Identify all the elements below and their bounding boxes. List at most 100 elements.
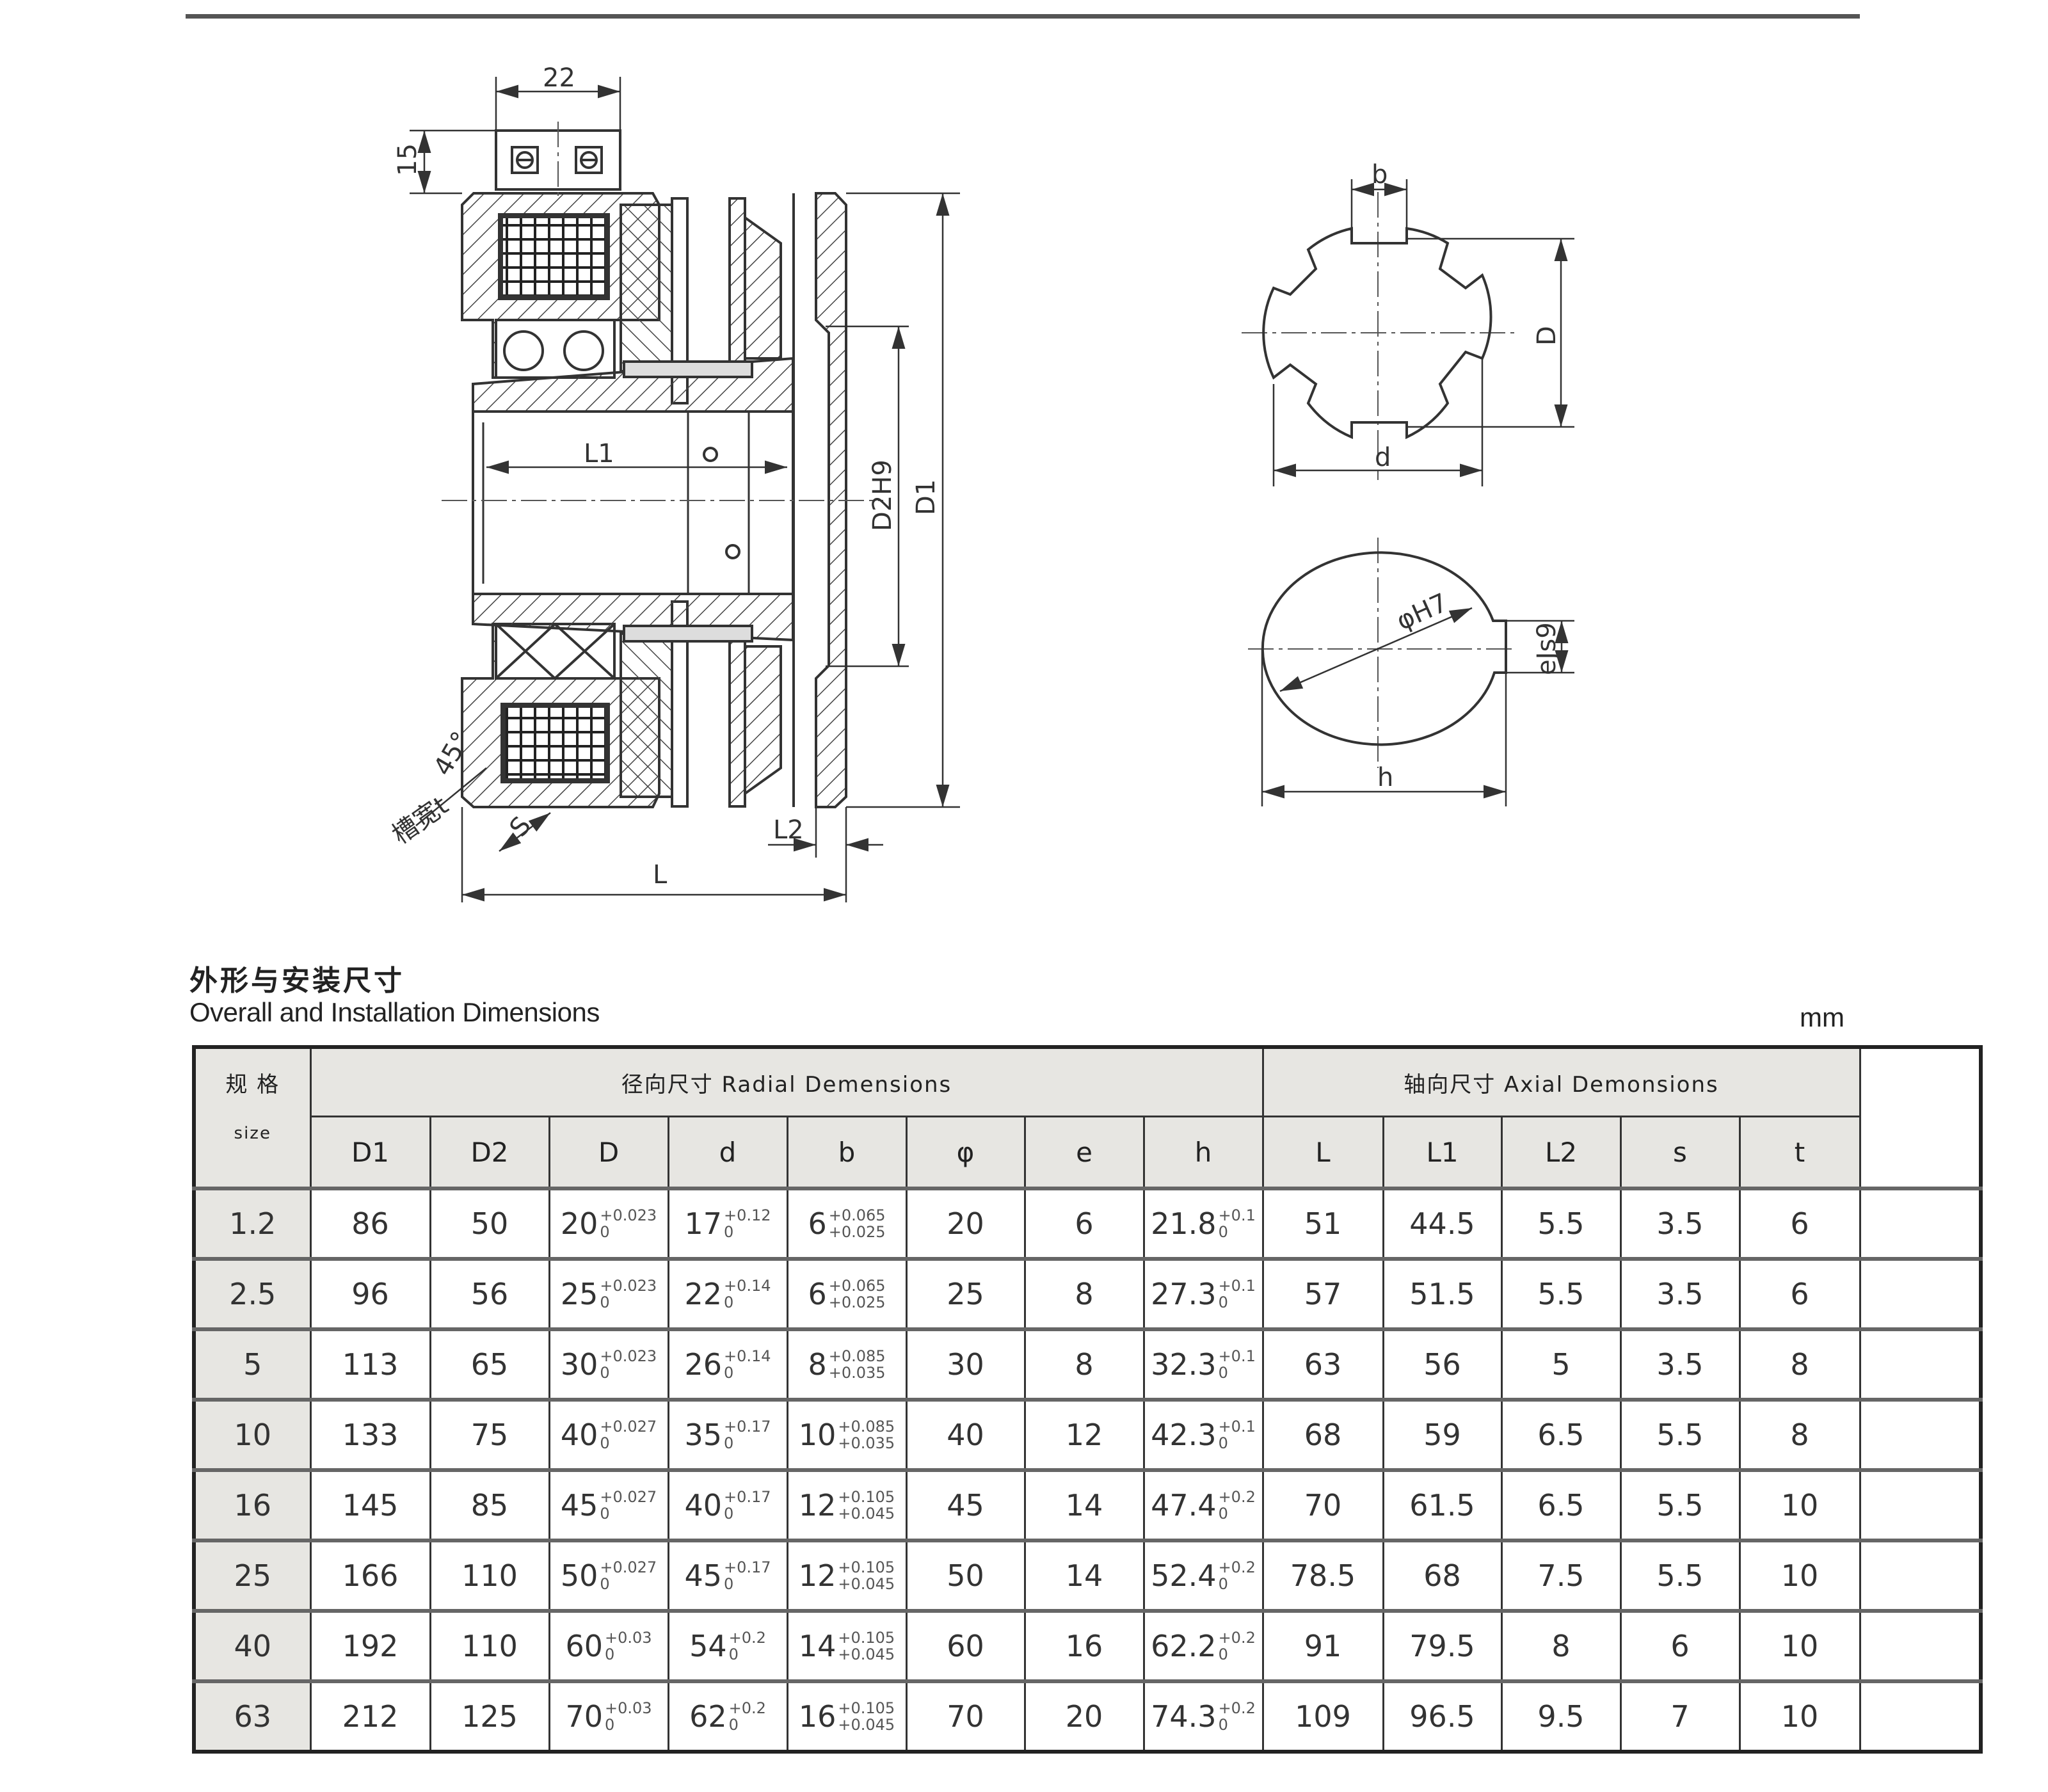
cell-l1: 56 [1382,1328,1503,1401]
dim-label-groove-t: 槽宽t [387,791,454,851]
cell-l1: 68 [1382,1539,1503,1612]
cell-d1: 192 [309,1610,431,1683]
lower-tolerance: +0.035 [838,1434,895,1452]
nominal-value: 40 [684,1488,722,1523]
cell-t: 8 [1738,1328,1861,1401]
nominal-value: 26 [684,1347,722,1382]
upper-tolerance: +0.085 [838,1418,895,1436]
cell-e: 14 [1023,1469,1145,1542]
column-header: D [548,1116,669,1190]
upper-tolerance: +0.17 [724,1558,771,1576]
cell-d2: 75 [429,1398,550,1471]
upper-tolerance: +0.2 [1218,1488,1256,1506]
cell-phi: 60 [905,1610,1026,1683]
center-lines [442,122,1517,768]
lower-tolerance: 0 [1218,1505,1228,1523]
lower-tolerance: +0.025 [828,1223,886,1241]
upper-tolerance: +0.027 [600,1488,657,1506]
nominal-value: 50 [560,1558,598,1593]
upper-tolerance: +0.027 [600,1418,657,1436]
cell-b: 6+0.065+0.025 [786,1187,908,1260]
section-title-en: Overall and Installation Dimensions [189,997,600,1027]
cell-phi: 40 [905,1398,1026,1471]
upper-tolerance: +0.2 [728,1629,766,1647]
nominal-value: 20 [560,1206,598,1241]
cell-d2: 50 [429,1187,550,1260]
upper-tolerance: +0.023 [600,1347,657,1365]
cell-l: 63 [1261,1328,1384,1401]
lower-tolerance: 0 [1218,1645,1228,1663]
upper-tolerance: +0.17 [724,1488,771,1506]
cell-t: 8 [1738,1398,1861,1471]
cell-e: 16 [1023,1610,1145,1683]
column-header: L1 [1382,1116,1503,1190]
cell-d2: 110 [429,1610,550,1683]
cell-t: 10 [1738,1539,1861,1612]
toleranced-value: 14+0.105+0.045 [799,1629,895,1663]
nominal-value: 12 [798,1488,836,1523]
upper-tolerance: +0.065 [828,1277,886,1295]
size-cell: 2.5 [193,1258,312,1331]
lower-tolerance: +0.045 [838,1716,895,1734]
nominal-value: 8 [808,1347,827,1382]
cell-l: 57 [1261,1258,1384,1331]
lower-tolerance: 0 [605,1716,615,1734]
nominal-value: 62.2 [1151,1629,1217,1663]
cell-d2: 85 [429,1469,550,1542]
column-header: e [1023,1116,1145,1190]
lower-tolerance: 0 [724,1505,734,1523]
column-header: φ [905,1116,1026,1190]
lower-tolerance: +0.045 [838,1645,895,1663]
dimensions-table: 规 格 size 径向尺寸 Radial Demensions 轴向尺寸 Axi… [192,1045,1983,1754]
cell-s: 3.5 [1619,1328,1741,1401]
cell-b: 10+0.085+0.035 [786,1398,908,1471]
lower-tolerance: 0 [724,1575,734,1593]
cell-l2: 5.5 [1500,1258,1622,1331]
toleranced-value: 16+0.105+0.045 [799,1699,895,1734]
nominal-value: 10 [798,1418,836,1452]
nominal-value: 22 [684,1277,722,1311]
upper-tolerance: +0.2 [1218,1558,1256,1576]
upper-tolerance: +0.2 [728,1699,766,1717]
nominal-value: 52.4 [1151,1558,1217,1593]
lower-tolerance: 0 [600,1575,610,1593]
spline-dimensions [1272,179,1574,486]
nominal-value: 54 [689,1629,727,1663]
cell-l1: 79.5 [1382,1610,1503,1683]
cell-l1: 51.5 [1382,1258,1503,1331]
cell-s: 5.5 [1619,1398,1741,1471]
nominal-value: 35 [684,1418,722,1452]
upper-tolerance: +0.027 [600,1558,657,1576]
nominal-value: 14 [798,1629,836,1663]
cell-t: 10 [1738,1469,1861,1542]
dim-label-L2: L2 [773,815,804,845]
cell-l2: 6.5 [1500,1398,1622,1471]
size-cell: 16 [193,1469,312,1542]
nominal-value: 6 [808,1206,827,1241]
dim-label-h: h [1377,763,1393,792]
